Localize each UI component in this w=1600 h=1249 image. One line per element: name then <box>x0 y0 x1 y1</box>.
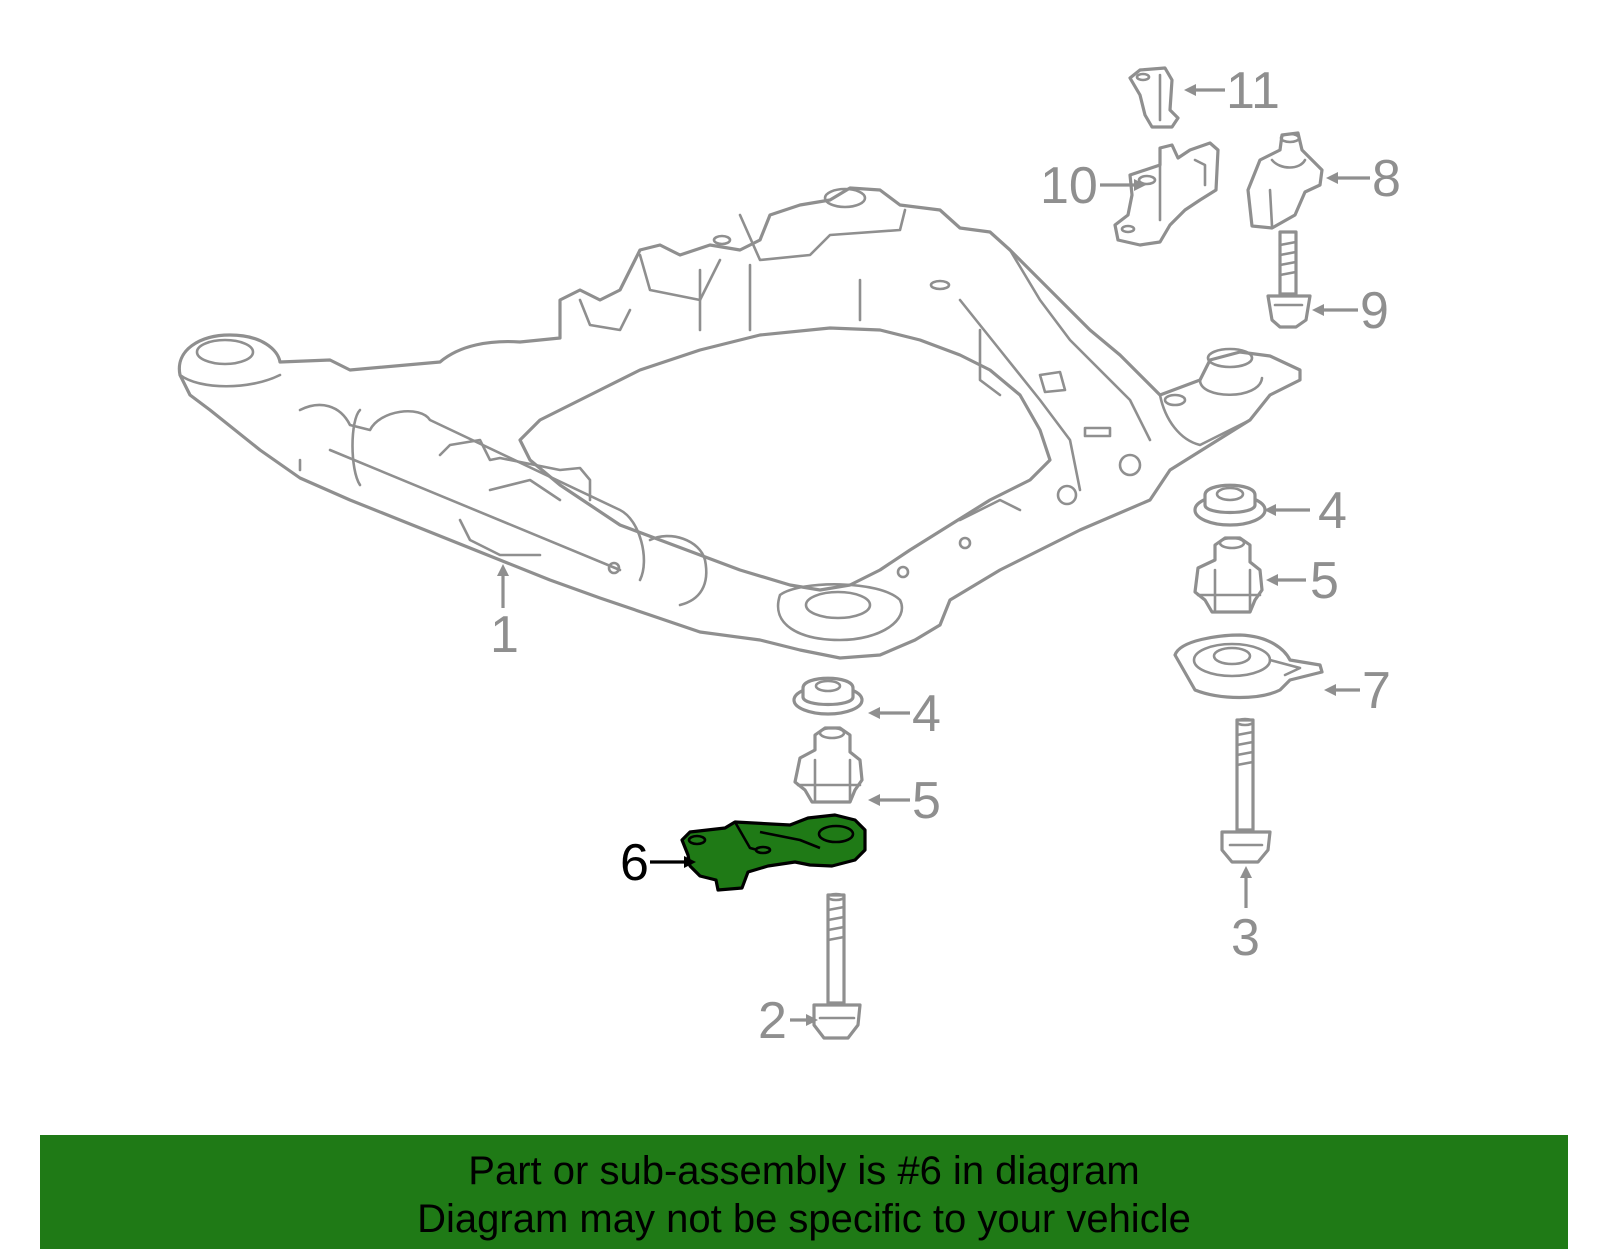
arrow-4-left <box>868 707 880 719</box>
bolt-part-2 <box>812 892 862 1040</box>
subframe-part-1 <box>177 186 1302 660</box>
callout-5-left: 5 <box>912 772 941 830</box>
arrow-10 <box>1134 179 1146 191</box>
arm-part-6-highlighted <box>680 813 867 892</box>
callout-9: 9 <box>1360 282 1389 340</box>
bolt-part-9 <box>1266 230 1312 329</box>
callout-11: 11 <box>1226 62 1280 120</box>
mount-bracket-part-8 <box>1246 131 1324 230</box>
info-banner: Part or sub-assembly is #6 in diagram Di… <box>40 1135 1568 1249</box>
arrow-9 <box>1312 304 1324 316</box>
long-bolt-part-3 <box>1220 717 1272 864</box>
callout-3: 3 <box>1231 909 1260 967</box>
callout-8: 8 <box>1372 150 1401 208</box>
bushing-part-5-left <box>793 726 864 804</box>
stopper-plate-part-7 <box>1173 633 1324 700</box>
callout-4-right: 4 <box>1318 482 1347 540</box>
callout-1: 1 <box>490 606 519 664</box>
callout-2: 2 <box>758 992 787 1050</box>
callout-7: 7 <box>1362 662 1391 720</box>
arrow-6 <box>684 856 696 868</box>
arrow-7 <box>1324 684 1336 696</box>
callout-6: 6 <box>620 834 649 892</box>
arrow-8 <box>1326 172 1338 184</box>
arrow-3 <box>1240 866 1252 878</box>
arrow-5-left <box>868 794 880 806</box>
arrow-1 <box>497 564 509 576</box>
callout-5-right: 5 <box>1310 552 1339 610</box>
callout-4-left: 4 <box>912 685 941 743</box>
banner-line-1: Part or sub-assembly is #6 in diagram <box>468 1149 1140 1193</box>
washer-part-4-right <box>1193 483 1267 527</box>
arrow-11 <box>1184 84 1196 96</box>
banner-line-2: Diagram may not be specific to your vehi… <box>417 1197 1191 1241</box>
callout-10: 10 <box>1040 157 1098 215</box>
arrow-2 <box>806 1014 818 1026</box>
washer-part-4-left <box>792 676 864 716</box>
bracket-part-11 <box>1128 66 1180 129</box>
arrow-5-right <box>1266 574 1278 586</box>
bushing-part-5-right <box>1193 536 1264 614</box>
arrow-4-right <box>1264 504 1276 516</box>
callouts: 1 2 3 4 5 7 4 5 6 8 <box>490 62 1401 1050</box>
bracket-part-10 <box>1113 141 1220 247</box>
